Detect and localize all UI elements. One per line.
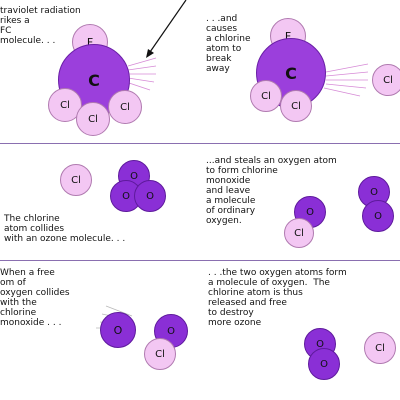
caption-free-oxygen-collides: When a free om of oxygen collides with t… <box>0 268 70 328</box>
monoxide-chlorine-atom: Cl <box>284 218 314 248</box>
chlorine-atom: Cl <box>280 90 312 122</box>
ozone-oxygen-atom: O <box>134 180 166 212</box>
uv-ray-arrow <box>125 0 369 97</box>
o2-oxygen-atom: O <box>362 200 394 232</box>
bond-break-rays-right <box>323 63 369 97</box>
panel-3: When a free om of oxygen collides with t… <box>0 262 400 400</box>
caption-steals-oxygen: ...and steals an oxygen atom to form chl… <box>206 156 337 226</box>
bond-break-rays-left <box>125 57 157 91</box>
freed-chlorine-atom: Cl <box>372 64 400 96</box>
panel-divider <box>0 143 400 144</box>
o2-oxygen-atom: O <box>308 348 340 380</box>
free-oxygen-atom: O <box>100 312 136 348</box>
panel-1: traviolet radiation rikes a FC molecule.… <box>0 0 400 142</box>
chlorine-atom: Cl <box>250 80 282 112</box>
monoxide-chlorine-atom: Cl <box>144 338 176 370</box>
panel-divider <box>0 260 400 261</box>
released-chlorine-atom: Cl <box>364 332 396 364</box>
caption-chlorine-collides-ozone: The chlorine atom collides with an ozone… <box>4 214 126 244</box>
caption-oxygen-molecule-forms: . . .the two oxygen atoms form a molecul… <box>208 268 347 328</box>
caption-chlorine-breaks-away: . . .and causes a chlorine atom to break… <box>206 14 251 74</box>
chlorine-atom: Cl <box>108 90 142 124</box>
chlorine-atom: Cl <box>76 102 110 136</box>
panel-2: The chlorine atom collides with an ozone… <box>0 152 400 252</box>
chlorine-atom: Cl <box>60 164 92 196</box>
caption-uv-strikes-cfc: traviolet radiation rikes a FC molecule.… <box>0 6 81 46</box>
